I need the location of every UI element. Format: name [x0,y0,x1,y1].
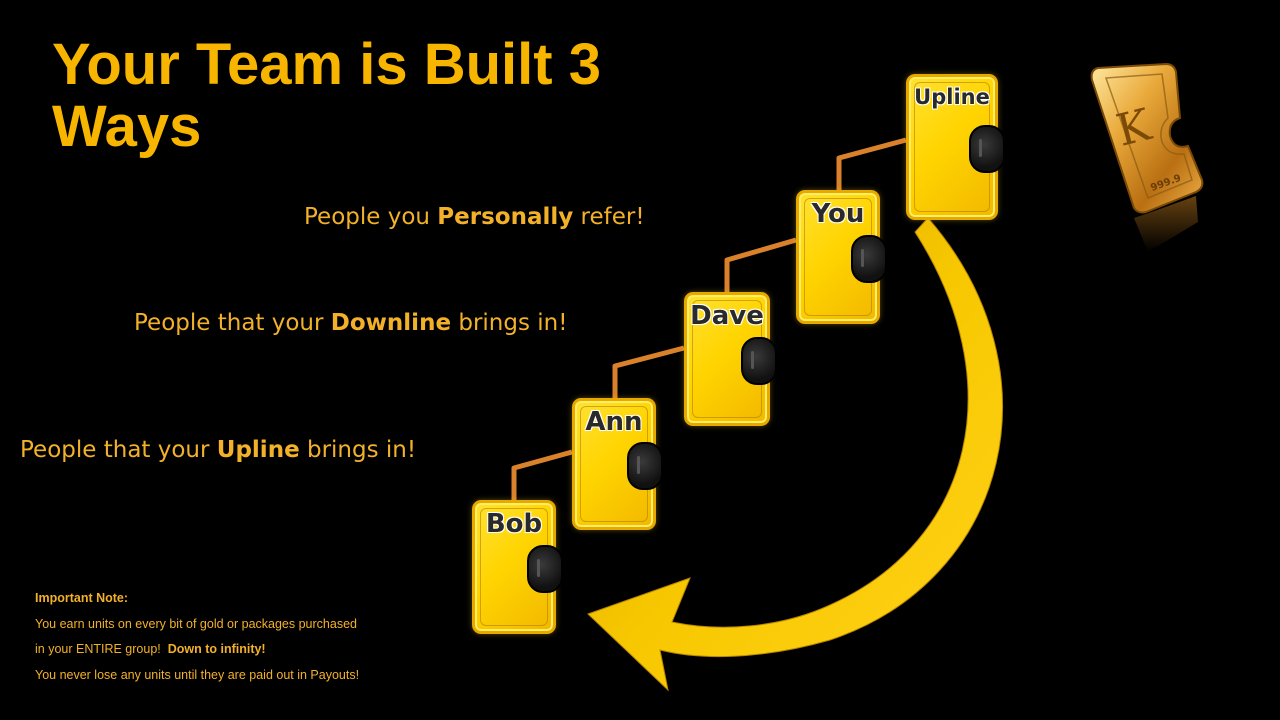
connector-bob-ann [511,449,573,500]
note-line-2: in your ENTIRE group! Down to infinity! [35,637,455,663]
gold-bar-icon: K 999.9 [1090,62,1204,252]
node-upline: Upline [906,74,1005,220]
knob-icon [969,125,1005,173]
knob-icon [627,442,663,490]
way-personally-refer: People you Personally refer! [304,202,645,232]
note-line-2-text: in your ENTIRE group! [35,642,161,656]
node-label: Ann [585,407,643,437]
way-text-bold: Upline [216,437,300,463]
knob-icon [741,337,777,385]
way-text-bold: Downline [330,310,452,336]
gold-bar-body [1090,62,1204,214]
note-line-1: You earn units on every bit of gold or p… [35,616,357,631]
node-label: Upline [914,85,990,109]
way-text-after: brings in! [451,310,568,336]
node-label: Dave [690,301,764,331]
way-upline-brings: People that your Upline brings in! [20,435,416,465]
node-label: You [811,199,865,229]
slide-title: Your Team is Built 3 Ways [52,32,601,159]
node-label: Bob [485,509,543,539]
knob-icon [527,545,563,593]
note-title: Important Note: [35,591,129,605]
node-you: You [796,190,887,324]
gold-bar-reflection [1134,196,1198,252]
important-note: Important Note: You earn units on every … [35,586,455,688]
node-ann: Ann [572,398,663,530]
way-text-before: People that your [20,437,217,463]
note-line-2-bold: Down to infinity! [167,642,266,656]
connector-dave-you [724,237,797,292]
connector-ann-dave [612,345,685,398]
way-text-before: People that your [134,310,331,336]
gold-bar-inner [1104,73,1193,199]
way-downline-brings: People that your Downline brings in! [134,308,567,338]
way-text-before: People you [304,204,438,230]
way-text-after: brings in! [299,437,417,463]
knob-icon [851,235,887,283]
return-arrow [587,217,1003,692]
way-text-bold: Personally [437,204,574,230]
node-bob: Bob [472,500,563,634]
node-dave: Dave [684,292,777,426]
connector-you-upline [836,137,907,190]
way-text-after: refer! [573,204,645,230]
note-line-3: You never lose any units until they are … [35,667,360,682]
